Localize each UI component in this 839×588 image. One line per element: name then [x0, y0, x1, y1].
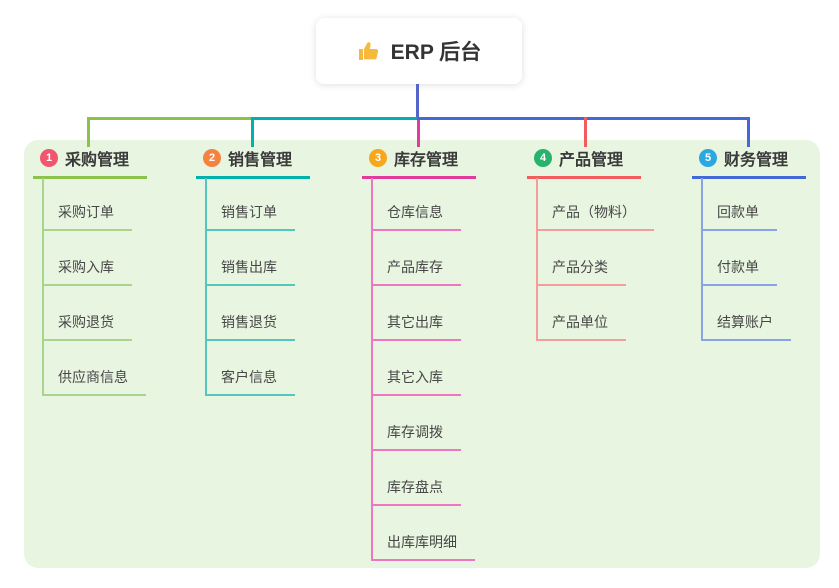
child-node[interactable]: 销售退货	[205, 312, 295, 341]
child-node[interactable]: 产品（物料）	[536, 202, 654, 231]
root-node[interactable]: ERP 后台	[316, 18, 522, 84]
branch-number-badge: 1	[40, 149, 58, 167]
child-node[interactable]: 回款单	[701, 202, 777, 231]
branch-title-finance[interactable]: 5 财务管理	[692, 146, 806, 179]
branch-title-label: 销售管理	[228, 152, 293, 169]
branch-sales: 2 销售管理 销售订单 销售出库 销售退货 客户信息	[196, 146, 310, 396]
branch-title-product[interactable]: 4 产品管理	[527, 146, 641, 179]
branches-panel	[24, 140, 820, 568]
branch-number-badge: 4	[534, 149, 552, 167]
branch-number-badge: 5	[699, 149, 717, 167]
child-node[interactable]: 其它出库	[371, 312, 461, 341]
branch-title-sales[interactable]: 2 销售管理	[196, 146, 310, 179]
child-node[interactable]: 采购退货	[42, 312, 132, 341]
branch-children: 销售订单 销售出库 销售退货 客户信息	[205, 178, 295, 396]
branch-title-label: 产品管理	[559, 152, 624, 169]
child-node[interactable]: 结算账户	[701, 312, 791, 341]
connector-drop-sales	[251, 117, 254, 147]
branch-trunk-line	[205, 178, 207, 396]
branch-title-purchase[interactable]: 1 采购管理	[33, 146, 147, 179]
branch-children: 仓库信息 产品库存 其它出库 其它入库 库存调拨 库存盘点 出库库明细	[371, 178, 475, 561]
branch-number-badge: 3	[369, 149, 387, 167]
branch-trunk-line	[536, 178, 538, 341]
branch-trunk-line	[371, 178, 373, 561]
branch-title-label: 财务管理	[724, 152, 789, 169]
child-node[interactable]: 销售出库	[205, 257, 295, 286]
child-node[interactable]: 付款单	[701, 257, 777, 286]
branch-title-label: 库存管理	[394, 152, 459, 169]
connector-root-line	[416, 84, 419, 119]
branch-children: 产品（物料） 产品分类 产品单位	[536, 178, 654, 341]
child-node[interactable]: 产品分类	[536, 257, 626, 286]
branch-children: 回款单 付款单 结算账户	[701, 178, 791, 341]
child-node[interactable]: 产品单位	[536, 312, 626, 341]
connector-drop-inventory	[417, 120, 420, 147]
branch-number-badge: 2	[203, 149, 221, 167]
branch-purchase: 1 采购管理 采购订单 采购入库 采购退货 供应商信息	[33, 146, 147, 396]
child-node[interactable]: 产品库存	[371, 257, 461, 286]
branch-children: 采购订单 采购入库 采购退货 供应商信息	[42, 178, 146, 396]
connector-bus-blue	[417, 117, 749, 120]
child-node[interactable]: 采购订单	[42, 202, 132, 231]
child-node[interactable]: 供应商信息	[42, 367, 146, 396]
connector-drop-product	[584, 117, 587, 147]
thumbs-up-icon	[357, 39, 381, 63]
child-node[interactable]: 库存盘点	[371, 477, 461, 506]
connector-bus-green	[87, 117, 253, 120]
connector-drop-finance	[747, 117, 750, 147]
branch-trunk-line	[42, 178, 44, 396]
branch-title-inventory[interactable]: 3 库存管理	[362, 146, 476, 179]
branch-title-label: 采购管理	[65, 152, 130, 169]
root-label: ERP 后台	[390, 41, 482, 64]
child-node[interactable]: 销售订单	[205, 202, 295, 231]
branch-trunk-line	[701, 178, 703, 341]
branch-finance: 5 财务管理 回款单 付款单 结算账户	[692, 146, 806, 341]
child-node[interactable]: 其它入库	[371, 367, 461, 396]
child-node[interactable]: 出库库明细	[371, 532, 475, 561]
child-node[interactable]: 库存调拨	[371, 422, 461, 451]
branch-product: 4 产品管理 产品（物料） 产品分类 产品单位	[527, 146, 654, 341]
child-node[interactable]: 客户信息	[205, 367, 295, 396]
child-node[interactable]: 采购入库	[42, 257, 132, 286]
branch-inventory: 3 库存管理 仓库信息 产品库存 其它出库 其它入库 库存调拨 库存盘点 出库库…	[362, 146, 476, 561]
connector-drop-purchase	[87, 117, 90, 147]
child-node[interactable]: 仓库信息	[371, 202, 461, 231]
connector-bus-teal	[251, 117, 417, 120]
